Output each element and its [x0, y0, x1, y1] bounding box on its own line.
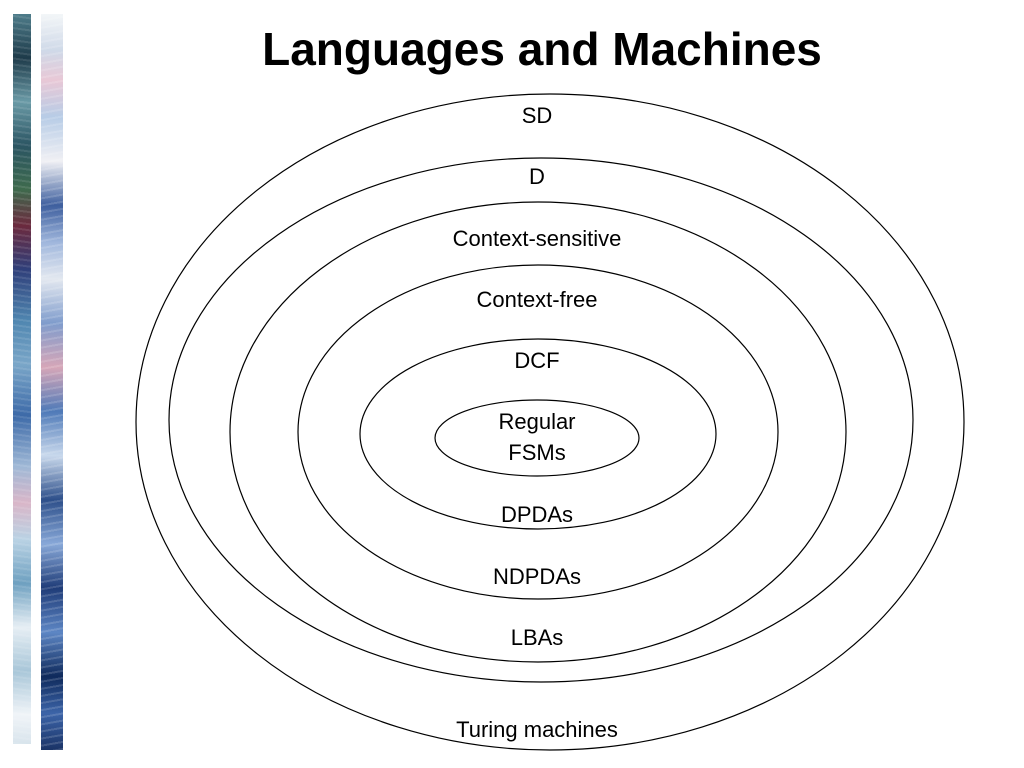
ellipse-sd: [135, 93, 965, 751]
label-fsms: FSMs: [508, 440, 565, 465]
label-context-free: Context-free: [476, 287, 597, 312]
label-ndpdas: NDPDAs: [493, 564, 581, 589]
label-dpdas: DPDAs: [501, 502, 573, 527]
decorative-strip-left: [13, 14, 31, 744]
label-sd: SD: [522, 103, 553, 128]
ellipse-context-sensitive: [229, 201, 847, 663]
slide-title: Languages and Machines: [262, 23, 822, 75]
label-lbas: LBAs: [511, 625, 564, 650]
ellipse-context-free: [297, 264, 779, 600]
label-context-sensitive: Context-sensitive: [453, 226, 622, 251]
ellipse-dcf: [359, 338, 717, 530]
label-dcf: DCF: [514, 348, 559, 373]
label-turing-machines: Turing machines: [456, 717, 618, 742]
decorative-strip-right: [41, 14, 63, 750]
ellipse-d: [168, 157, 914, 683]
ellipse-regular: [434, 399, 640, 477]
label-d: D: [529, 164, 545, 189]
label-regular: Regular: [498, 409, 575, 434]
